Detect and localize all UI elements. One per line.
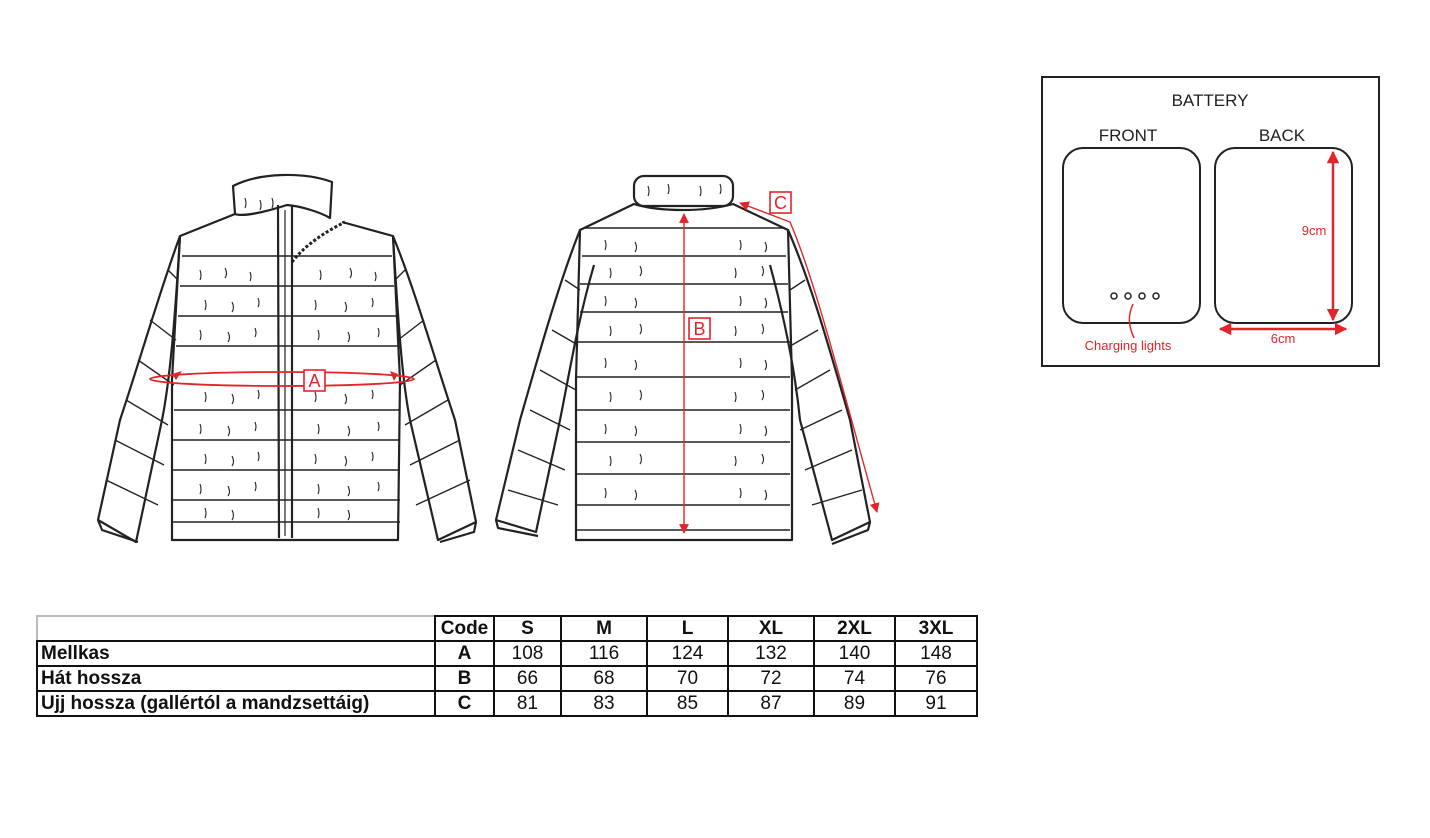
charging-lights-icon [1110,292,1160,300]
battery-front-label: FRONT [1099,126,1158,145]
row-code: A [434,640,495,667]
chest-measure-a: A [149,369,415,392]
row-code: B [434,665,495,692]
size-table: Code S M L XL 2XL 3XL Mellkas A 108 116 … [36,615,978,717]
table-cell: 74 [813,665,896,692]
battery-title: BATTERY [1172,91,1249,110]
battery-back-label: BACK [1259,126,1306,145]
table-cell: 81 [493,690,562,717]
row-label: Hát hossza [36,665,436,692]
row-code: C [434,690,495,717]
table-cell: 140 [813,640,896,667]
sleeve-length-measure-c: C [739,191,880,513]
size-table-code-header: Code [434,615,495,642]
battery-front-shape [1062,147,1201,324]
table-cell: 124 [646,640,729,667]
size-header-m: M [560,615,648,642]
table-cell: 108 [493,640,562,667]
table-cell: 68 [560,665,648,692]
battery-back-shape [1214,147,1353,324]
row-label: Mellkas [36,640,436,667]
battery-width-label: 6cm [1271,331,1296,346]
callout-c-label: C [774,193,787,213]
table-cell: 72 [727,665,815,692]
table-cell: 87 [727,690,815,717]
row-label: Ujj hossza (gallértól a mandzsettáig) [36,690,436,717]
table-row: Hát hossza B 66 68 70 72 74 76 [36,665,978,692]
size-table-header-row: Code S M L XL 2XL 3XL [36,615,978,642]
size-table-corner [36,615,436,642]
charging-lights-label: Charging lights [1085,338,1172,353]
size-header-s: S [493,615,562,642]
battery-panel: BATTERY FRONT BACK Charging lights 9cm 6… [1041,76,1380,367]
table-cell: 70 [646,665,729,692]
jacket-back-drawing [494,174,872,546]
table-cell: 83 [560,690,648,717]
size-header-3xl: 3XL [894,615,978,642]
table-cell: 85 [646,690,729,717]
size-header-2xl: 2XL [813,615,896,642]
table-cell: 76 [894,665,978,692]
table-cell: 66 [493,665,562,692]
table-cell: 132 [727,640,815,667]
back-length-measure-b: B [679,213,711,534]
table-cell: 89 [813,690,896,717]
table-cell: 116 [560,640,648,667]
size-header-xl: XL [727,615,815,642]
table-cell: 91 [894,690,978,717]
table-row: Mellkas A 108 116 124 132 140 148 [36,640,978,667]
battery-height-label: 9cm [1302,223,1327,238]
callout-a-label: A [308,371,320,391]
jacket-front-drawing [96,173,478,544]
table-row: Ujj hossza (gallértól a mandzsettáig) C … [36,690,978,717]
callout-b-label: B [693,319,705,339]
size-header-l: L [646,615,729,642]
table-cell: 148 [894,640,978,667]
